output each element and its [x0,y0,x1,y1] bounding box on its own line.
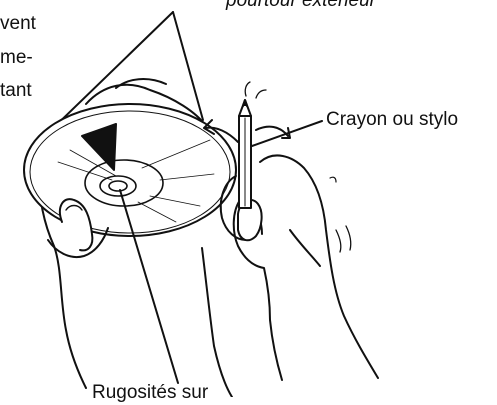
motion-lines [245,82,250,96]
pencil [239,100,251,208]
disc [24,104,236,236]
leader-line-right [173,12,203,120]
leader-line-pen [252,121,322,146]
